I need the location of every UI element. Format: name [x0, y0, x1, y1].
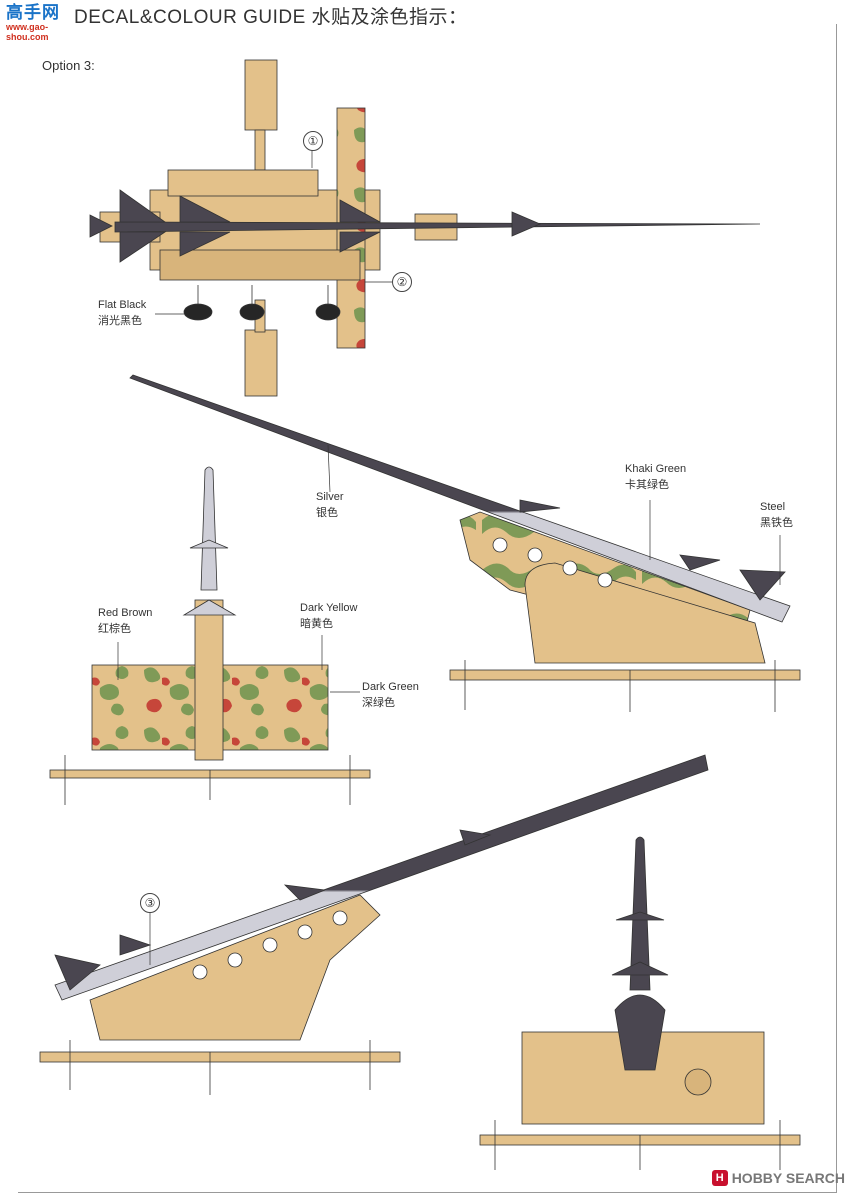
- callout-dark-yellow: Dark Yellow 暗黄色: [300, 601, 357, 631]
- hobby-search-watermark: H HOBBY SEARCH: [711, 1170, 845, 1186]
- decal-marker-2: ②: [392, 272, 412, 292]
- hobby-search-text: HOBBY SEARCH: [731, 1170, 845, 1186]
- watermark-logo-text: 高手网: [6, 3, 60, 23]
- side-view-upper-drawing: [129, 374, 801, 712]
- watermark: 高手网 www.gao-shou.com: [6, 4, 70, 42]
- top-view-drawing: [89, 59, 761, 397]
- callout-red-brown: Red Brown 红棕色: [98, 606, 152, 636]
- option-label: Option 3:: [42, 58, 95, 73]
- callout-flat-black: Flat Black 消光黑色: [98, 298, 146, 328]
- callout-khaki-green-cn: 卡其绿色: [625, 478, 669, 491]
- hobby-search-logo-icon: H: [711, 1170, 728, 1186]
- watermark-url: www.gao-shou.com: [6, 22, 49, 42]
- callout-silver: Silver 银色: [316, 490, 344, 520]
- decal-marker-1: ①: [303, 131, 323, 151]
- callout-dark-yellow-en: Dark Yellow: [300, 602, 358, 614]
- callout-flat-black-cn: 消光黑色: [98, 314, 142, 327]
- callout-dark-green-en: Dark Green: [362, 681, 419, 693]
- decal-marker-3: ③: [140, 893, 160, 913]
- callout-silver-en: Silver: [316, 491, 344, 503]
- callout-steel-en: Steel: [760, 501, 786, 513]
- callout-steel-cn: 黑铁色: [760, 516, 793, 529]
- callout-leaders: [117, 150, 781, 965]
- page-title: DECAL&COLOUR GUIDE 水贴及涂色指示：: [74, 7, 468, 28]
- callout-dark-yellow-cn: 暗黄色: [300, 617, 333, 630]
- callout-red-brown-cn: 红棕色: [98, 622, 131, 635]
- callout-dark-green: Dark Green 深绿色: [362, 680, 419, 710]
- callout-flat-black-en: Flat Black: [98, 299, 147, 311]
- callout-red-brown-en: Red Brown: [98, 607, 153, 619]
- side-view-lower-drawing: [39, 754, 709, 1095]
- front-view-drawing: [49, 466, 371, 805]
- callout-dark-green-cn: 深绿色: [362, 696, 395, 709]
- callout-khaki-green: Khaki Green 卡其绿色: [625, 462, 686, 492]
- callout-steel: Steel 黑铁色: [760, 500, 793, 530]
- rear-view-drawing: [479, 836, 801, 1170]
- callout-silver-cn: 银色: [316, 506, 338, 519]
- page-frame: [18, 24, 837, 1193]
- callout-khaki-green-en: Khaki Green: [625, 463, 687, 475]
